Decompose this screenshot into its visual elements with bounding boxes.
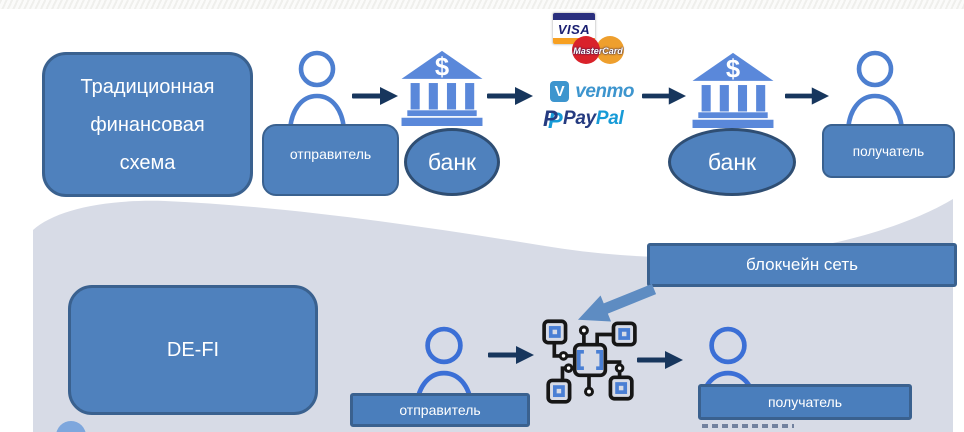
blockchain-network-icon: [538, 308, 640, 412]
bank2-label-ellipse: банк: [668, 128, 796, 196]
visa-wordmark: VISA: [557, 21, 591, 37]
sender-label-box: отправитель: [262, 124, 399, 196]
paypal-wordmark-pal: Pal: [595, 108, 624, 129]
receiver-person-icon: [842, 50, 908, 137]
paypal-p-icon: P P: [543, 106, 563, 133]
receiver-label-box: получатель: [822, 124, 955, 178]
arrow-bank2-to-receiver: [785, 87, 829, 105]
traditional-scheme-title-box: Традиционная финансовая схема: [42, 52, 253, 197]
defi-receiver-label-box: получатель: [698, 384, 912, 420]
arrow-network-to-defi-receiver: [636, 351, 684, 369]
top-decorative-band: [0, 0, 964, 9]
defi-title-box: DE-FI: [68, 285, 318, 415]
mastercard-orange-circle: [596, 36, 624, 64]
bank1-label: банк: [427, 148, 477, 175]
bank2-label: банк: [707, 148, 757, 175]
defi-receiver-label: получатель: [767, 394, 843, 410]
bank2-icon: $: [690, 52, 776, 128]
blockchain-network-label-box: блокчейн сеть: [647, 243, 957, 287]
receiver-label: получатель: [852, 143, 925, 159]
bank2-dollar-glyph: $: [726, 56, 740, 84]
sender-person-icon: [284, 50, 350, 137]
defi-title: DE-FI: [166, 338, 220, 361]
arrow-defi-sender-to-network: [487, 346, 535, 364]
visa-card-top-stripe: [553, 13, 595, 20]
mastercard-logo: MasterCard: [572, 36, 624, 65]
title-line-2: финансовая: [90, 113, 205, 136]
bank1-icon: $: [399, 50, 485, 126]
blockchain-pointer-arrow: [556, 283, 660, 339]
blockchain-network-label: блокчейн сеть: [746, 255, 858, 274]
bank1-dollar-glyph: $: [435, 54, 449, 82]
venmo-logo: V venmo: [550, 80, 634, 103]
arrow-sender-to-bank1: [352, 87, 398, 105]
venmo-wordmark: venmo: [575, 80, 634, 102]
bottom-left-circle-decoration: [56, 421, 86, 432]
venmo-v-icon: V: [550, 81, 570, 102]
mastercard-wordmark: MasterCard: [573, 46, 623, 56]
arrow-bank1-to-payments: [487, 87, 533, 105]
defi-sender-label-box: отправитель: [350, 393, 530, 427]
mastercard-red-circle: [572, 36, 600, 64]
paypal-wordmark-pay: Pay: [563, 108, 596, 129]
title-line-3: схема: [119, 151, 176, 174]
arrow-payments-to-bank2: [642, 87, 686, 105]
clipped-text-artifact: [702, 424, 794, 428]
defi-sender-label: отправитель: [399, 402, 481, 418]
title-line-1: Традиционная: [80, 75, 215, 98]
sender-label: отправитель: [289, 146, 372, 162]
bank1-label-ellipse: банк: [404, 128, 500, 196]
